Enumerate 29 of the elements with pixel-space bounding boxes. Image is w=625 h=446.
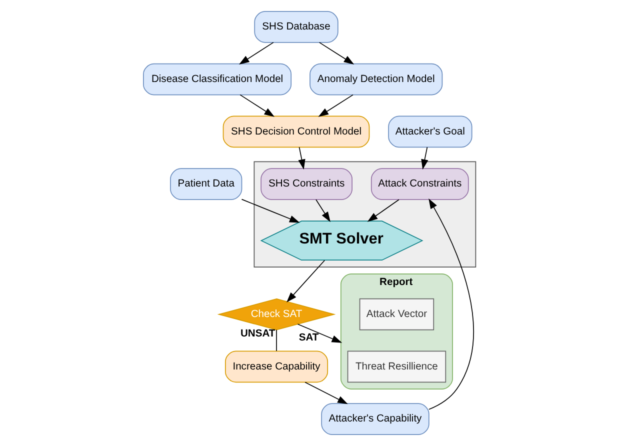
arrow [286, 260, 325, 302]
arrow [366, 199, 399, 222]
arrow [420, 146, 428, 170]
arrow [318, 42, 354, 65]
edge-label: UNSAT [240, 328, 275, 340]
cluster [253, 161, 476, 268]
arrow [315, 199, 330, 222]
node-box: Threat Resillience [346, 350, 446, 383]
arrow [240, 198, 300, 223]
node-box: Patient Data [170, 168, 242, 200]
edge-label: SAT [298, 332, 318, 344]
node-box: Attack Constraints [370, 168, 468, 200]
node-diamond: Check SAT [216, 298, 336, 330]
node-box: Attacker's Capability [320, 403, 429, 435]
arrow [428, 198, 474, 410]
arrow [238, 42, 274, 65]
node-box: Attacker's Goal [388, 116, 472, 148]
arrow [298, 146, 305, 170]
node-box: SHS Constraints [260, 168, 352, 200]
arrow [304, 382, 348, 404]
node-box: SHS Decision Control Model [222, 116, 370, 148]
arrow [239, 94, 274, 117]
node-box: SHS Database [254, 11, 338, 43]
node-box: Increase Capability [224, 350, 328, 383]
node-box: Attack Vector [358, 298, 434, 330]
arrow [318, 94, 353, 117]
arrow [296, 324, 342, 343]
node-box: Anomaly Detection Model [309, 63, 442, 96]
node-box: Disease Classification Model [142, 63, 292, 96]
